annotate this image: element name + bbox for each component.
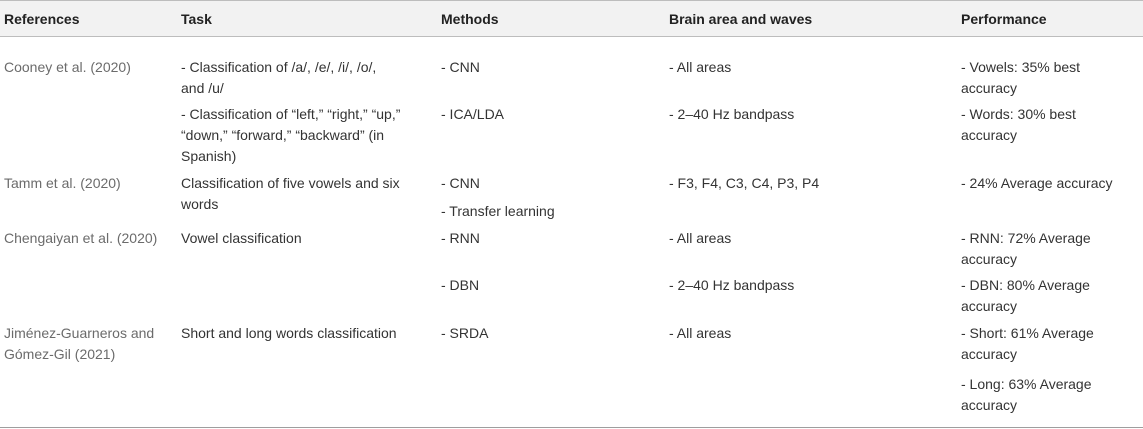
task-cell: Short and long words classification <box>181 325 397 341</box>
brain-area-cell: - All areas <box>669 230 732 246</box>
reference-cell: Chengaiyan et al. (2020) <box>4 230 158 246</box>
performance-cell: - 24% Average accuracy <box>961 175 1113 191</box>
task-cell: - Classification of “left,” “right,” “up… <box>181 106 401 164</box>
performance-cell: - Words: 30% best accuracy <box>961 106 1076 143</box>
table-header: References Task Methods Brain area and w… <box>0 0 1143 37</box>
performance-cell: - DBN: 80% Average accuracy <box>961 277 1090 314</box>
reference-cell: Tamm et al. (2020) <box>4 175 121 191</box>
task-cell: Classification of five vowels and six wo… <box>181 175 400 212</box>
brain-area-cell: - 2–40 Hz bandpass <box>669 106 795 122</box>
method-cell: - DBN <box>441 277 480 293</box>
task-cell: Vowel classification <box>181 230 302 246</box>
brain-area-cell: - 2–40 Hz bandpass <box>669 277 795 293</box>
column-header-task: Task <box>181 11 212 27</box>
method-cell: - CNN <box>441 175 480 191</box>
brain-area-cell: - F3, F4, C3, C4, P3, P4 <box>669 175 820 191</box>
performance-cell: - Vowels: 35% best accuracy <box>961 59 1081 96</box>
brain-area-cell: - All areas <box>669 325 732 341</box>
performance-cell: - Short: 61% Average accuracy <box>961 325 1094 362</box>
table-bottom-rule <box>0 427 1143 428</box>
column-header-performance: Performance <box>961 11 1047 27</box>
performance-cell: - RNN: 72% Average accuracy <box>961 230 1091 267</box>
column-header-methods: Methods <box>441 11 499 27</box>
column-header-brain-area: Brain area and waves <box>669 11 813 27</box>
method-cell: - RNN <box>441 230 480 246</box>
method-cell: - ICA/LDA <box>441 106 505 122</box>
reference-cell: Cooney et al. (2020) <box>4 59 131 75</box>
brain-area-cell: - All areas <box>669 59 732 75</box>
performance-cell: - Long: 63% Average accuracy <box>961 376 1092 413</box>
reference-cell: Jiménez-Guarneros and Gómez-Gil (2021) <box>4 325 155 362</box>
method-cell: - SRDA <box>441 325 489 341</box>
method-cell: - CNN <box>441 59 480 75</box>
column-header-references: References <box>4 11 80 27</box>
task-cell: - Classification of /a/, /e/, /i/, /o/, … <box>181 59 377 96</box>
method-cell: - Transfer learning <box>441 203 555 219</box>
